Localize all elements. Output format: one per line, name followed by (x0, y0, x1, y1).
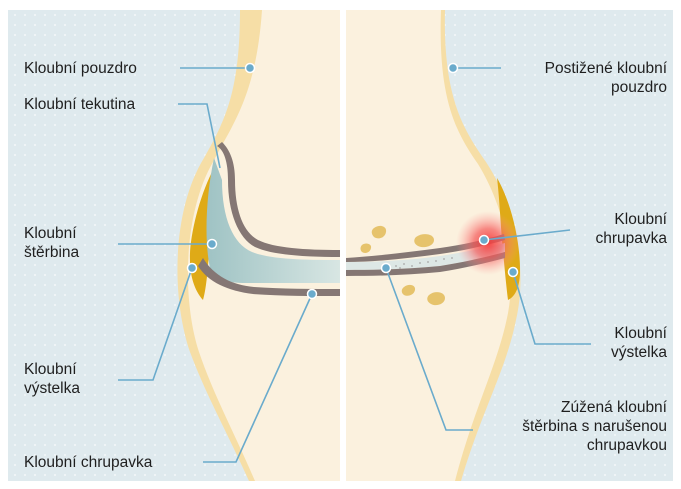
label-left-space-line1: Kloubní (24, 224, 79, 243)
dot-left-capsule (246, 64, 255, 73)
label-right-cartilage: Kloubní chrupavka (595, 210, 667, 248)
label-left-space: Kloubní štěrbina (24, 224, 79, 262)
dot-left-cartilage (308, 290, 317, 299)
label-left-capsule: Kloubní pouzdro (24, 59, 137, 78)
label-left-synovium-line2: výstelka (24, 379, 80, 398)
label-right-capsule: Postižené kloubní pouzdro (545, 59, 667, 97)
dot-right-cartilage (480, 236, 489, 245)
label-right-capsule-line2: pouzdro (545, 78, 667, 97)
label-left-cartilage: Kloubní chrupavka (24, 453, 152, 472)
label-left-space-line2: štěrbina (24, 243, 79, 262)
label-right-capsule-line1: Postižené kloubní (545, 59, 667, 78)
label-right-synovium-line1: Kloubní (611, 324, 667, 343)
label-right-space-line3: chrupavkou (522, 436, 667, 455)
label-right-space-line2: štěrbina s narušenou (522, 417, 667, 436)
dot-left-space (208, 240, 217, 249)
label-left-synovium: Kloubní výstelka (24, 360, 80, 398)
dot-right-capsule (449, 64, 458, 73)
label-left-synovium-line1: Kloubní (24, 360, 80, 379)
label-right-space: Zúžená kloubní štěrbina s narušenou chru… (522, 398, 667, 455)
label-right-cartilage-line2: chrupavka (595, 229, 667, 248)
dot-right-synovium (509, 268, 518, 277)
label-right-cartilage-line1: Kloubní (595, 210, 667, 229)
label-right-synovium-line2: výstelka (611, 343, 667, 362)
label-right-space-line1: Zúžená kloubní (522, 398, 667, 417)
label-right-synovium: Kloubní výstelka (611, 324, 667, 362)
dot-left-synovium (188, 264, 197, 273)
dot-right-space (382, 264, 391, 273)
label-left-fluid: Kloubní tekutina (24, 95, 135, 114)
